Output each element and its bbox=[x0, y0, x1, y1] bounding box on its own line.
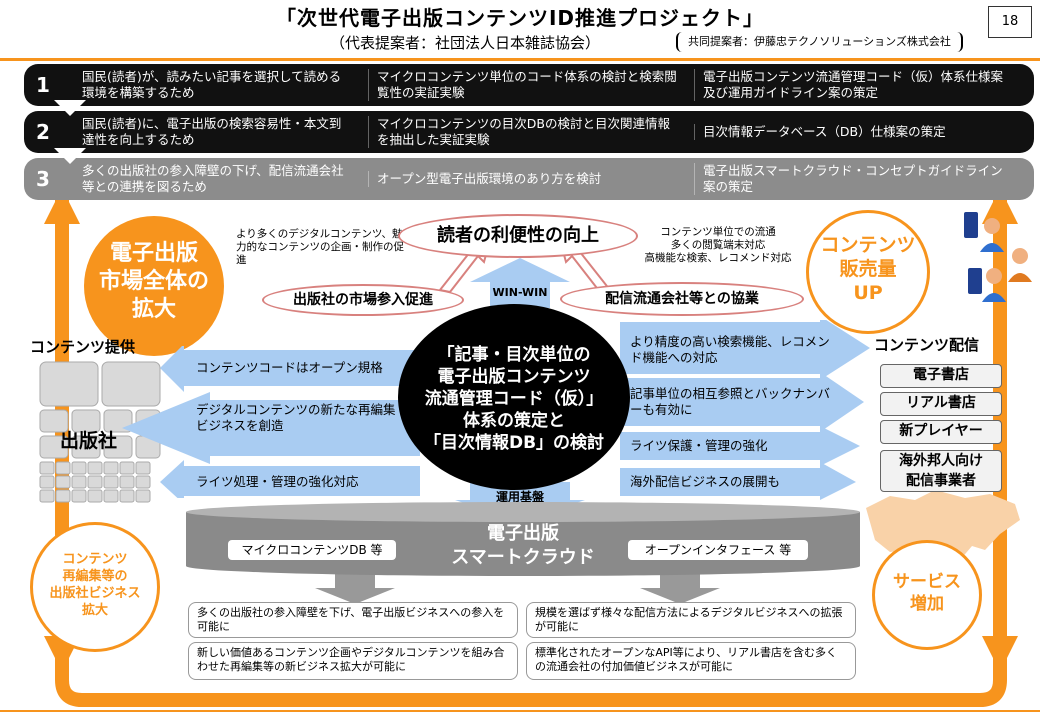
footer-divider bbox=[0, 710, 1040, 712]
dist-new-player: 新プレイヤー bbox=[880, 420, 1002, 444]
sales-up-circle: コンテンツ 販売量 UP bbox=[806, 210, 930, 334]
market-expansion-circle: 電子出版 市場全体の 拡大 bbox=[84, 216, 224, 356]
market-l2: 市場全体の bbox=[98, 269, 209, 294]
bottom-left-2: 新しい価値あるコンテンツ企画やデジタルコンテンツを組み合わせた再編集等の新ビジネ… bbox=[188, 642, 518, 680]
core-l3: 流通管理コード（仮）」 bbox=[424, 389, 604, 409]
cloud-interface-label: オープンインタフェース 等 bbox=[628, 540, 808, 560]
readers-icon bbox=[958, 206, 1036, 306]
left-arrow-shapes bbox=[122, 346, 420, 498]
row-experiment: マイクロコンテンツ単位のコード体系の検討と検索閲覧性の実証実験 bbox=[368, 69, 677, 101]
bottom-left-1: 多くの出版社の参入障壁を下げ、電子出版ビジネスへの参入を可能に bbox=[188, 602, 518, 638]
core-l1: 「記事・目次単位の bbox=[437, 345, 591, 365]
right-arrow-text-1: より精度の高い検索機能、レコメンド機能への対応 bbox=[630, 334, 830, 365]
provider-label: コンテンツ提供 bbox=[30, 338, 136, 356]
service-l1: サービス bbox=[893, 572, 961, 592]
reedit-l2: 再編集等の bbox=[62, 569, 128, 584]
bottom-right-2: 標準化されたオープンなAPI等により、リアル書店を含む多くの流通会社の付加価値ビ… bbox=[526, 642, 856, 680]
reedit-l3: 出版社ビジネス bbox=[49, 586, 141, 601]
page-number: 18 bbox=[988, 6, 1032, 38]
header-divider bbox=[0, 58, 1040, 61]
note-left: より多くのデジタルコンテンツ、魅力的なコンテンツの企画・制作の促進 bbox=[236, 228, 404, 266]
market-l3: 拡大 bbox=[131, 297, 176, 322]
plan-row-2: 2 国民(読者)に、電子出版の検索容易性・本文到達性を向上するため マイクロコン… bbox=[24, 111, 1034, 153]
distributor-coop-oval: 配信流通会社等との協業 bbox=[560, 282, 804, 316]
dist-ebookstore: 電子書店 bbox=[880, 364, 1002, 388]
service-l2: 増加 bbox=[910, 594, 944, 614]
core-l2: 電子出版コンテンツ bbox=[437, 367, 591, 387]
row-experiment: オープン型電子出版環境のあり方を検討 bbox=[368, 171, 677, 187]
market-l1: 電子出版 bbox=[109, 241, 198, 266]
row-output: 電子出版スマートクラウド・コンセプトガイドライン案の策定 bbox=[694, 163, 1003, 195]
distribution-label: コンテンツ配信 bbox=[874, 336, 980, 354]
dist-overseas: 海外邦人向け 配信事業者 bbox=[880, 450, 1002, 492]
publisher-label: 出版社 bbox=[60, 430, 118, 452]
core-l5: 「目次情報DB」の検討 bbox=[423, 433, 605, 453]
left-arrow-text-2: デジタルコンテンツの新たな再編集ビジネスを創造 bbox=[196, 402, 396, 433]
cloud-title-l1: 電子出版 bbox=[487, 523, 559, 544]
page-subtitle: （代表提案者：社団法人日本雑誌協会） bbox=[330, 34, 601, 52]
row-purpose: 国民(読者)に、電子出版の検索容易性・本文到達性を向上するため bbox=[82, 116, 342, 147]
right-arrow-shapes bbox=[620, 320, 870, 500]
reedit-l1: コンテンツ bbox=[62, 552, 128, 567]
row-output: 電子出版コンテンツ流通管理コード（仮）体系仕様案及び運用ガイドライン案の策定 bbox=[694, 69, 1003, 101]
cloud-db-label: マイクロコンテンツDB 等 bbox=[228, 540, 396, 560]
row-number: 1 bbox=[36, 73, 50, 97]
sales-l1: コンテンツ bbox=[820, 234, 916, 256]
sales-l2: 販売量 bbox=[839, 258, 897, 280]
plan-row-3: 3 多くの出版社の参入障壁の下げ、配信流通会社等との連携を図るため オープン型電… bbox=[24, 158, 1034, 200]
row-experiment: マイクロコンテンツの目次DBの検討と目次関連情報を抽出した実証実験 bbox=[368, 116, 677, 148]
dist-real-bookstore: リアル書店 bbox=[880, 392, 1002, 416]
row-number: 3 bbox=[36, 167, 50, 191]
service-increase-circle: サービス 増加 bbox=[872, 540, 982, 650]
page-title: 「次世代電子出版コンテンツID推進プロジェクト」 bbox=[275, 6, 765, 30]
core-l4: 体系の策定と bbox=[463, 411, 565, 431]
note-right: コンテンツ単位での流通 多くの閲覧端末対応 高機能な検索、レコメンド対応 bbox=[644, 226, 792, 264]
publisher-blocks bbox=[38, 360, 164, 512]
core-initiative-circle: 「記事・目次単位の 電子出版コンテンツ 流通管理コード（仮）」 体系の策定と 「… bbox=[398, 304, 630, 490]
reedit-business-circle: コンテンツ 再編集等の 出版社ビジネス 拡大 bbox=[30, 522, 160, 652]
row-flow-arrows bbox=[54, 100, 86, 164]
row-purpose: 国民(読者)が、読みたい記事を選択して読める環境を構築するため bbox=[82, 69, 342, 100]
cloud-title-l2: スマートクラウド bbox=[451, 547, 595, 568]
plan-row-1: 1 国民(読者)が、読みたい記事を選択して読める環境を構築するため マイクロコン… bbox=[24, 64, 1034, 106]
win-win-label: WIN-WIN bbox=[492, 286, 548, 299]
publisher-entry-oval: 出版社の市場参入促進 bbox=[262, 284, 464, 316]
right-arrow-text-3: ライツ保護・管理の強化 bbox=[630, 438, 768, 453]
right-arrow-text-2: 記事単位の相互参照とバックナンバーも有効に bbox=[630, 386, 831, 417]
right-arrow-text-4: 海外配信ビジネスの展開も bbox=[630, 474, 781, 489]
infra-label: 運用基盤 bbox=[495, 490, 544, 504]
bottom-right-1: 規模を選ばず様々な配信方法によるデジタルビジネスへの拡張が可能に bbox=[526, 602, 856, 638]
co-proposer: 共同提案者：伊藤忠テクノソリューションズ株式会社 bbox=[676, 32, 963, 52]
cloud-title: 電子出版 スマートクラウド bbox=[186, 522, 860, 570]
left-arrow-text-3: ライツ処理・管理の強化対応 bbox=[196, 474, 359, 489]
row-purpose: 多くの出版社の参入障壁の下げ、配信流通会社等との連携を図るため bbox=[82, 163, 344, 194]
reedit-l4: 拡大 bbox=[81, 603, 108, 618]
left-arrow-text-1: コンテンツコードはオープン規格 bbox=[196, 360, 383, 375]
sales-l3: UP bbox=[853, 282, 883, 304]
reader-benefit-oval: 読者の利便性の向上 bbox=[398, 214, 638, 258]
row-number: 2 bbox=[36, 120, 50, 144]
row-output: 目次情報データベース（DB）仕様案の策定 bbox=[694, 124, 1003, 140]
